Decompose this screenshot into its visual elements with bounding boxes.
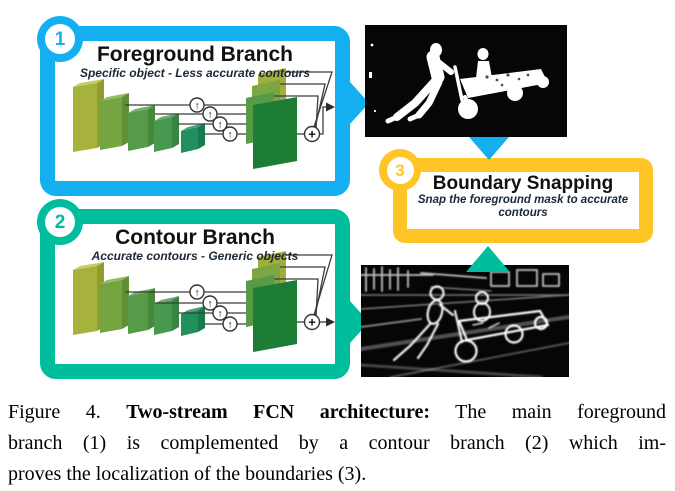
mask-to-snapping-arrow <box>469 137 509 160</box>
deconv-stack <box>246 251 297 352</box>
upsample-icon: ↑ <box>217 308 222 320</box>
contour-map-image <box>361 265 569 377</box>
upsample-icon: ↑ <box>194 100 199 112</box>
foreground-mask-image <box>365 25 567 137</box>
boundary-snapping-titles: Boundary Snapping Snap the foreground ma… <box>407 173 639 220</box>
upsample-icon: ↑ <box>227 319 232 331</box>
upsample-nodes: ↑ ↑ ↑ ↑ <box>189 97 238 142</box>
contour-branch-titles: Contour Branch Accurate contours - Gener… <box>55 226 335 263</box>
sum-icon: + <box>308 127 316 142</box>
figure-caption: Figure 4. Two-stream FCN architecture: T… <box>8 397 666 490</box>
conv-layer-4 <box>154 296 179 335</box>
foreground-output-arrow <box>350 82 369 124</box>
upsample-icon: ↑ <box>194 287 199 299</box>
upsample-icon: ↑ <box>227 129 232 141</box>
conv-layer-5 <box>181 306 205 336</box>
caption-line-3: proves the localization of the boundarie… <box>8 463 367 485</box>
sum-icon: + <box>308 315 316 330</box>
fcn-diagram-contour: ↑ ↑ ↑ ↑ + <box>73 251 335 352</box>
upsample-icon: ↑ <box>207 298 212 310</box>
branch-2-number: 2 <box>45 207 75 237</box>
fcn-diagram-foreground: ↑ ↑ ↑ ↑ + <box>73 68 335 169</box>
conv-layer-2 <box>100 93 129 150</box>
foreground-branch-titles: Foreground Branch Specific object - Less… <box>55 43 335 80</box>
branch-1-number-badge: 1 <box>37 16 83 62</box>
conv-layer-3 <box>128 288 155 334</box>
fusion-lines <box>274 71 333 135</box>
conv-layer-3 <box>128 105 155 151</box>
foreground-branch-subtitle: Specific object - Less accurate contours <box>79 66 311 80</box>
branch-3-number: 3 <box>386 156 414 184</box>
conv-layer-1 <box>73 79 104 152</box>
conv-layer-1 <box>73 262 104 335</box>
deconv-stack <box>246 68 297 169</box>
contour-branch-subtitle: Accurate contours - Generic objects <box>91 249 299 263</box>
upsample-icon: ↑ <box>207 109 212 121</box>
caption-bold-title: Two-stream FCN architecture: <box>126 401 431 423</box>
output-arrowhead <box>326 317 335 327</box>
sum-node: + <box>303 313 321 331</box>
contours-to-snapping-arrow <box>466 246 510 272</box>
foreground-branch-title: Foreground Branch <box>96 43 293 66</box>
caption-figure-label: Figure 4. <box>8 401 101 423</box>
caption-line-1: Figure 4. Two-stream FCN architecture: T… <box>8 397 666 428</box>
contour-branch-box: 2 Contour Branch Accurate contours - Gen… <box>37 199 369 379</box>
caption-line-1-rest: The main foreground <box>430 401 667 423</box>
conv-layer-4 <box>154 113 179 152</box>
boundary-snapping-title: Boundary Snapping <box>432 173 614 194</box>
foreground-branch-box: 1 Foreground Branch Specific object - Le… <box>37 16 369 196</box>
sum-node: + <box>303 125 321 143</box>
branch-2-number-badge: 2 <box>37 199 83 245</box>
branch-3-number-badge: 3 <box>379 149 421 191</box>
upsample-nodes: ↑ ↑ ↑ ↑ <box>189 284 238 332</box>
mask-silhouettes <box>369 43 549 124</box>
branch-1-number: 1 <box>45 24 75 54</box>
output-arrowhead <box>326 102 335 112</box>
boundary-snapping-box: 3 Boundary Snapping Snap the foreground … <box>379 149 653 243</box>
conv-layer-5 <box>181 123 205 153</box>
edge-strokes <box>361 266 569 377</box>
boundary-snapping-subtitle: Snap the foreground mask to accurate con… <box>417 194 629 219</box>
upsample-icon: ↑ <box>217 119 222 131</box>
conv-layer-2 <box>100 276 129 333</box>
fusion-lines <box>274 254 333 323</box>
contour-branch-title: Contour Branch <box>115 226 275 249</box>
caption-line-2: branch (1) is complemented by a contour … <box>8 432 666 454</box>
